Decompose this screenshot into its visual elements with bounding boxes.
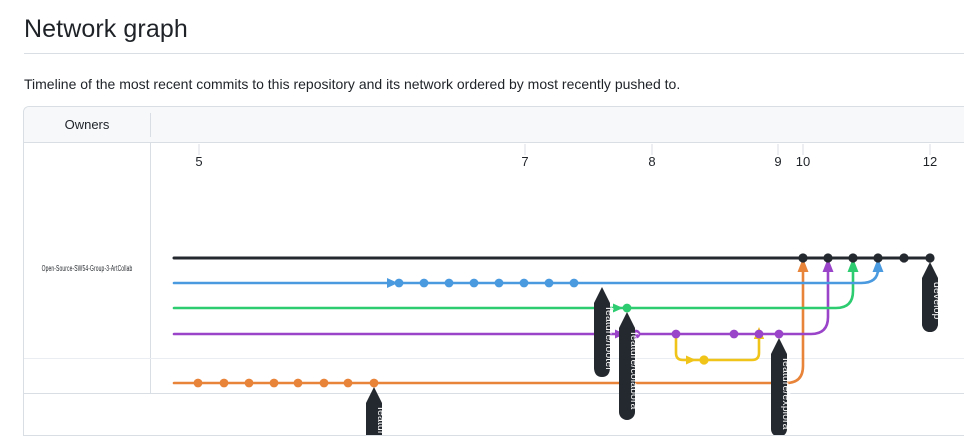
branch-line-feature-colabora[interactable] [172, 258, 859, 313]
commit-dots-feature-explora[interactable] [631, 329, 784, 339]
graph-body: Open-Source-SW54-Group-3-ArtCollab [24, 143, 964, 435]
commit-dots-feature-colabora[interactable] [622, 303, 632, 313]
branch-tag-feature-hero[interactable]: feature/hero [366, 387, 387, 436]
commit-dots-feature-footer[interactable] [394, 278, 579, 288]
owners-column-divider [150, 143, 151, 393]
commit-dots-feature-hero[interactable] [193, 378, 379, 388]
tick-label-8: 8 [648, 154, 655, 169]
tick-label-9: 9 [774, 154, 781, 169]
network-graph-canvas: 5 7 8 9 10 12 [172, 144, 943, 436]
axis-ticks: 5 7 8 9 10 12 [195, 144, 937, 169]
tick-label-10: 10 [796, 154, 810, 169]
owner-label[interactable]: Open-Source-SW54-Group-3-ArtCollab [41, 263, 133, 273]
branch-tag-label-feature-colabora: feature/colabora [628, 332, 640, 410]
branch-tag-develop[interactable]: develop [922, 262, 943, 332]
page-title: Network graph [24, 15, 188, 43]
commit-dots-develop[interactable] [798, 253, 935, 263]
network-graph-panel: Owners Open-Source-SW54-Group-3-ArtColla… [23, 106, 964, 436]
tick-label-5: 5 [195, 154, 202, 169]
branch-tag-feature-footer[interactable]: feature/footer [594, 287, 615, 377]
commit-dots-sub-branch[interactable] [699, 355, 709, 365]
branch-tag-label-feature-hero: feature/hero [375, 407, 387, 436]
tick-label-7: 7 [521, 154, 528, 169]
panel-header: Owners [24, 107, 964, 143]
page-description: Timeline of the most recent commits to t… [24, 76, 681, 92]
owners-column-header: Owners [64, 117, 110, 132]
branch-line-sub-branch[interactable] [674, 327, 765, 365]
branch-line-feature-hero[interactable] [172, 258, 809, 385]
title-divider [24, 53, 964, 54]
branch-tag-label-feature-explora: feature/explora [780, 358, 792, 430]
branch-line-feature-footer[interactable] [172, 258, 884, 288]
row-divider-1 [24, 358, 964, 359]
branch-tag-feature-colabora[interactable]: feature/colabora [619, 312, 640, 420]
branch-line-feature-explora[interactable] [172, 258, 834, 339]
branch-tag-label-develop: develop [931, 282, 943, 320]
header-column-divider [150, 113, 151, 137]
branch-tag-label-feature-footer: feature/footer [603, 307, 615, 371]
tick-label-12: 12 [923, 154, 937, 169]
branch-tag-feature-explora[interactable]: feature/explora [771, 338, 792, 436]
row-divider-2 [24, 393, 964, 394]
